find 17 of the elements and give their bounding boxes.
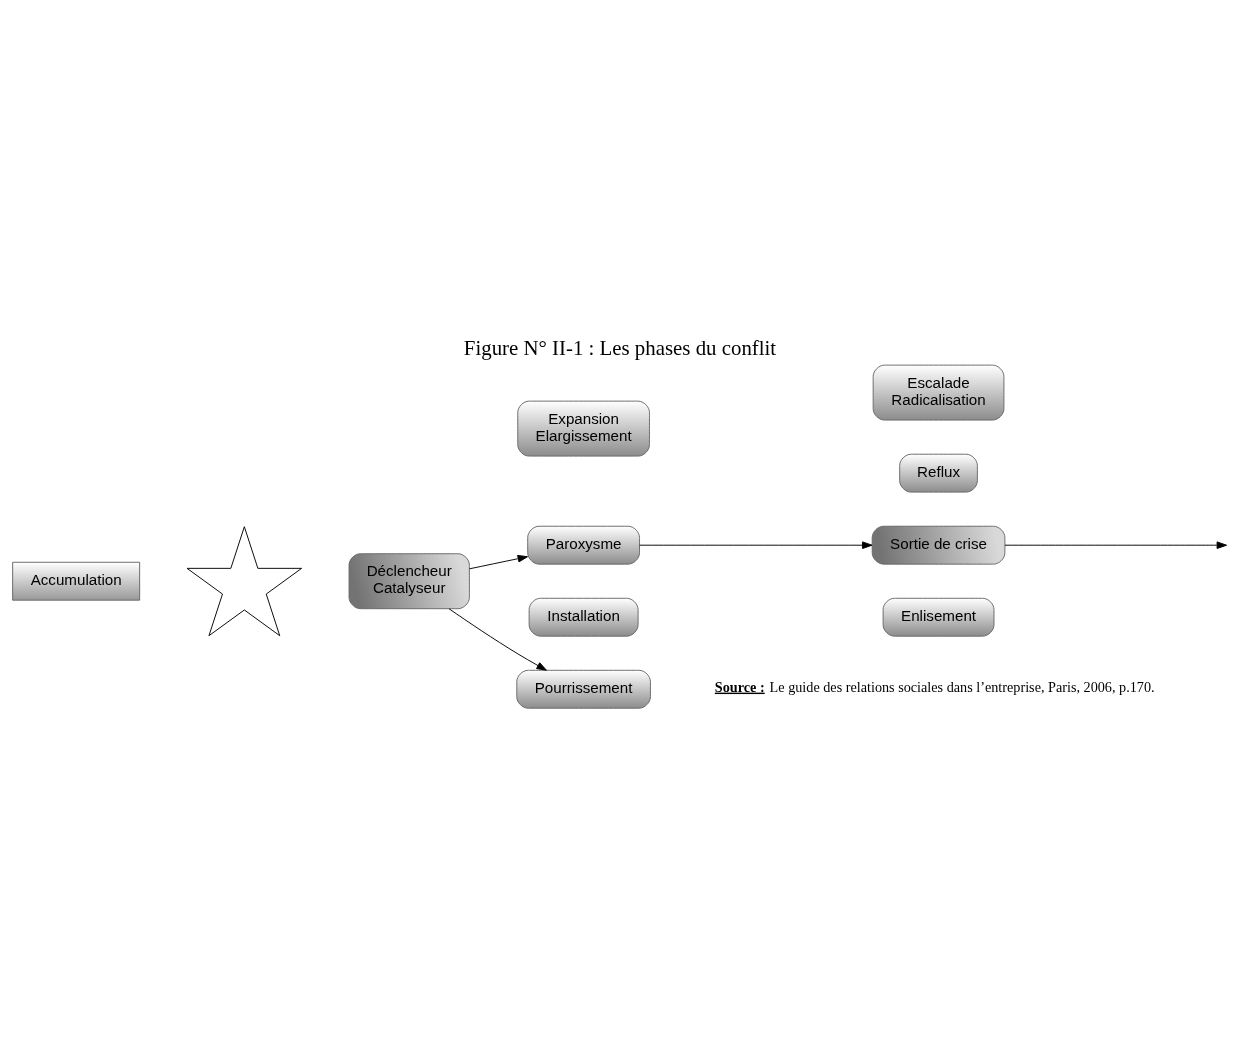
node-box: Accumulation	[12, 561, 141, 601]
caption: Source : Le guide des relations sociales dans l’entreprise, Paris, 2006, p.170.	[714, 678, 1155, 695]
node-box: Paroxysme	[527, 525, 640, 565]
node-box: Sortie de crise	[871, 525, 1006, 565]
diagram-title: Figure N° II-1 : Les phases du conflit	[463, 336, 777, 361]
node-star	[186, 526, 303, 637]
arrow	[639, 541, 873, 549]
arrow	[1004, 541, 1228, 549]
node-box: Déclencheur Catalyseur	[348, 553, 470, 610]
node-box: Reflux	[899, 453, 978, 493]
node-box: Enlisement	[882, 597, 995, 637]
node-box: Escalade Radicalisation	[872, 364, 1005, 421]
arrow	[469, 554, 528, 570]
node-box: Installation	[528, 597, 639, 637]
node-box: Pourrissement	[516, 669, 651, 709]
arrow	[448, 608, 547, 671]
node-box: Expansion Elargissement	[517, 400, 650, 457]
